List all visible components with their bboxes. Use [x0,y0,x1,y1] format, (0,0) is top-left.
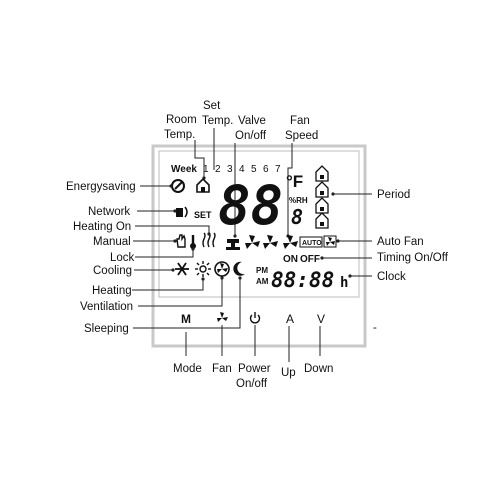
fan-speed-label: Fan [290,115,310,127]
manual-label: Manual [93,236,131,248]
valve-label: Valve [238,115,266,127]
week-day: 7 [275,164,281,175]
fan-icon [263,235,278,249]
clock-h-label: h [340,275,348,291]
lcd-screen [158,150,360,298]
lock-dot [191,247,195,251]
auto-box [299,236,323,248]
heating-on-label: Heating On [73,221,131,233]
timing-label: Timing On/Off [377,252,449,264]
fan-icon [245,235,260,249]
auto-fan-label: Auto Fan [377,236,424,248]
house-period-icon [315,165,329,229]
ventilation-label: Ventilation [80,301,133,313]
week-day: 4 [239,164,245,175]
week-day: 3 [227,164,233,175]
house-icon [196,177,210,193]
heating-dot [201,277,205,281]
period-icon-marks [320,175,324,226]
fan-icon [323,235,337,248]
fan-label: Fan [212,363,232,375]
room-temp-leader [194,140,205,178]
power-label-2: On/off [236,378,268,390]
humidity-label: %RH [289,196,308,205]
auto-fan-dot [336,239,340,243]
heating-on-leader [135,225,210,234]
week-day: 2 [215,164,221,175]
moon-icon [233,261,245,276]
room-temp-label-2: Temp. [164,129,195,141]
valve-dot [233,234,237,238]
fan-speed-leader [287,143,293,236]
set-temp-label: Set [203,100,221,112]
heating-on-dot [207,232,211,236]
clock-label: Clock [377,271,406,283]
timing-dot [320,256,324,260]
lock-label: Lock [110,252,135,264]
down-button[interactable]: V [317,312,325,326]
down-label: Down [304,363,333,375]
timing-off-label: OFF [300,254,320,265]
network-label: Network [88,206,130,218]
timing-on-label: ON [283,254,298,265]
fan-icon [283,235,298,249]
lock-icon [190,235,196,249]
sleeping-label: Sleeping [84,323,129,335]
sleeping-leader [133,278,241,329]
heating-label: Heating [92,285,132,297]
clock-dot [348,274,352,278]
ventilation-dot [220,276,224,280]
week-day: 1 [203,164,209,175]
room-temp-digits: 88 [218,174,283,237]
set-label: SET [194,210,212,220]
small-digit: 8 [291,205,303,229]
mode-button[interactable]: M [181,312,191,326]
power-label: Power [238,363,271,375]
clock-digits: 88:88 [271,268,334,292]
lock-leader [135,249,194,258]
am-label: AM [256,277,269,286]
sun-icon [195,261,211,277]
leaf-icon [171,179,185,193]
energysaving-label: Energysaving [66,181,136,193]
week-label: Week [171,164,197,175]
week-day: 6 [263,164,269,175]
valve-label-2: On/off [235,130,267,142]
snowflake-icon [175,262,189,276]
pm-label: PM [256,266,268,275]
up-label: Up [281,367,296,379]
heating-leader [132,279,204,291]
cooling-dot [171,268,175,272]
valve-icon [226,239,240,250]
network-icon [176,206,188,218]
fan-speed-label-2: Speed [285,130,318,142]
week-day: 5 [251,164,257,175]
unit-label: °F [286,172,303,191]
mode-label: Mode [173,363,202,375]
device-frame [151,144,367,348]
sleeping-dot [238,276,242,280]
ventilation-leader [138,278,223,307]
power-icon[interactable] [249,312,261,324]
auto-label: AUTO [302,240,322,247]
week-days: 1 2 3 4 5 6 7 [203,164,281,175]
cooling-label: Cooling [93,265,132,277]
dash-mark: - [373,322,377,334]
period-dot [331,192,335,196]
hand-icon [176,234,186,248]
manual-dot [173,239,177,243]
room-temp-label: Room [166,114,197,126]
up-button[interactable]: A [286,312,294,326]
fan-icon [214,261,230,277]
fan-icon[interactable] [217,312,228,322]
period-label: Period [377,189,410,201]
network-dot [173,209,177,213]
energysaving-dot [169,184,173,188]
set-temp-label-2: Temp. [202,115,233,127]
